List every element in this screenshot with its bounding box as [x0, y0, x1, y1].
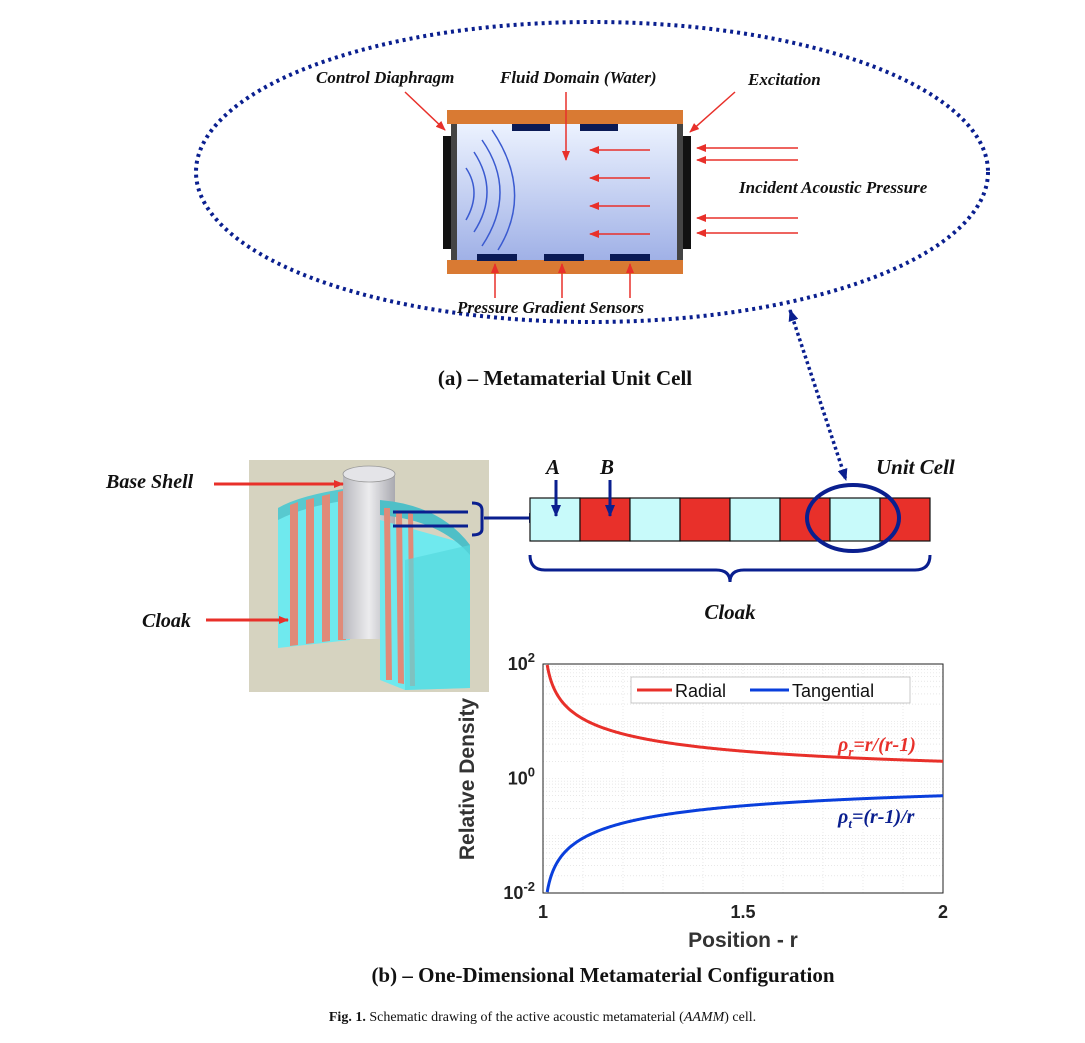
sensors-label: Pressure Gradient Sensors: [456, 298, 644, 317]
strip-cell-cyan: [829, 497, 881, 542]
top-plate: [447, 110, 683, 124]
right-wall: [677, 124, 683, 260]
series-line-tangential: [545, 794, 944, 893]
wave-arcs: [465, 129, 516, 251]
left-control-diaphragm: [443, 136, 451, 249]
internal-pressure-arrows: [589, 146, 650, 238]
series-line-radial: [545, 664, 944, 763]
cloak-left-label: Cloak: [142, 610, 191, 632]
base-shell-label: Base Shell: [105, 471, 194, 493]
sensor-top-2: [580, 124, 618, 131]
figure-caption: Fig. 1. Schematic drawing of the active …: [0, 1010, 1085, 1026]
excitation-label: Excitation: [747, 70, 821, 89]
control-diaphragm-label: Control Diaphragm: [316, 68, 454, 87]
unit-cell-label: Unit Cell: [876, 455, 955, 479]
panel-b-caption: (b) – One-Dimensional Metamaterial Confi…: [371, 963, 834, 987]
figure-caption-text-1: Schematic drawing of the active acoustic…: [365, 1010, 684, 1025]
incident-pressure-arrows: [696, 144, 798, 237]
marker-a-label: A: [544, 455, 560, 479]
y-tick-label: 102: [508, 650, 535, 674]
chart-legend: Radial Tangential: [630, 676, 911, 704]
tangential-formula-annotation: ρt=(r-1)/r: [837, 806, 915, 831]
zoom-link-arrow: [788, 309, 848, 481]
figure-canvas: Control Diaphragm Fluid Domain (Water) E…: [105, 20, 990, 987]
right-excitation-diaphragm: [683, 136, 691, 249]
chart-frame: [542, 663, 944, 894]
y-tick-label: 100: [508, 765, 535, 789]
figure-caption-text-2: ) cell.: [724, 1010, 757, 1025]
y-axis-label: Relative Density: [456, 698, 479, 861]
panel-a-caption: (a) – Metamaterial Unit Cell: [438, 366, 692, 390]
figure-caption-abbr: AAMM: [683, 1010, 725, 1025]
legend-label-radial: Radial: [675, 681, 726, 701]
strip-cell-cyan: [629, 497, 681, 542]
sensor-bottom-2: [544, 254, 584, 261]
metamaterial-strip: [529, 497, 931, 542]
excitation-pointer: [689, 91, 736, 133]
marker-b-label: B: [599, 455, 614, 479]
strip-cell-red: [579, 497, 631, 542]
strip-cell-red: [879, 497, 931, 542]
strip-cell-cyan: [729, 497, 781, 542]
y-tick-label: 10-2: [503, 879, 535, 903]
unit-cell-highlight: [805, 483, 901, 553]
bottom-plate: [447, 260, 683, 274]
cloak-brace-label: Cloak: [704, 600, 756, 624]
radial-formula-annotation: ρr=r/(r-1): [837, 734, 916, 759]
unit-cell-dotted-ellipse: [194, 20, 990, 324]
left-wall: [451, 124, 457, 260]
unit-cell-panel: Control Diaphragm Fluid Domain (Water) E…: [194, 20, 990, 324]
x-tick-label: 1.5: [730, 902, 755, 922]
control-diaphragm-pointer: [404, 91, 446, 131]
x-axis-label: Position - r: [688, 929, 798, 952]
strip-cell-red: [679, 497, 731, 542]
x-tick-label: 2: [938, 902, 948, 922]
incident-pressure-label: Incident Acoustic Pressure: [738, 178, 928, 197]
legend-label-tangential: Tangential: [792, 681, 874, 701]
x-tick-label: 1: [538, 902, 548, 922]
cloak-3d-render: [249, 460, 489, 692]
sensor-bottom-1: [477, 254, 517, 261]
fluid-domain: [451, 120, 683, 262]
sensor-top-1: [512, 124, 550, 131]
fluid-domain-label: Fluid Domain (Water): [499, 68, 656, 87]
sensor-bottom-3: [610, 254, 650, 261]
strip-cell-red: [779, 497, 831, 542]
figure-caption-label: Fig. 1.: [328, 1010, 366, 1025]
cloak-brace: [528, 554, 932, 583]
